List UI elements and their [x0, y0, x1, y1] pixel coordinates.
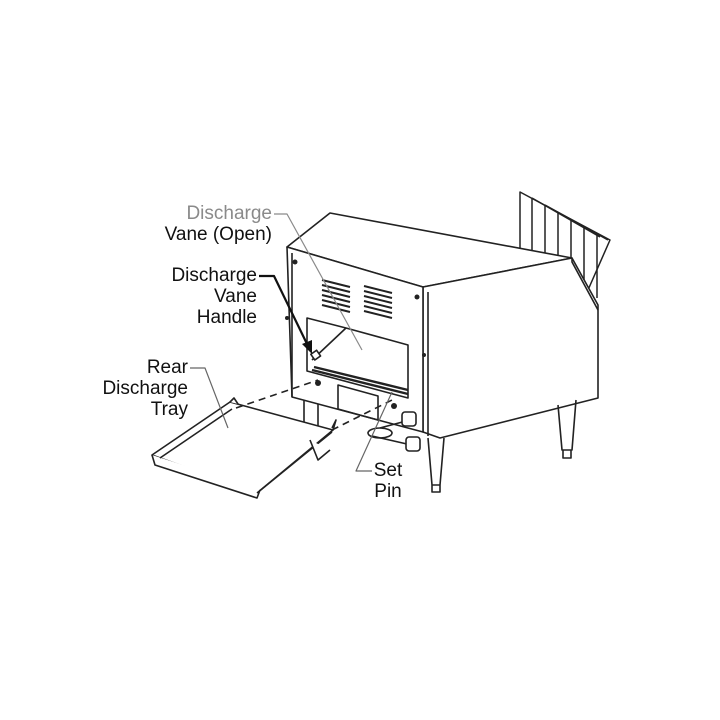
wire-rack [519, 191, 611, 298]
screws [285, 259, 426, 409]
leg-front [427, 437, 445, 493]
arrowhead-icon [302, 340, 312, 354]
leader-discharge-vane-open [274, 213, 363, 351]
leader-rear-discharge-tray [190, 367, 229, 429]
discharge-opening [306, 317, 409, 399]
alignment-lines [235, 379, 393, 431]
discharge-vane-handle [310, 349, 322, 361]
label-rear-discharge-tray: Rear Discharge Tray [90, 357, 188, 420]
label-set-pin: Set Pin [368, 460, 408, 502]
label-line: Pin [374, 481, 402, 502]
label-line: Rear [146, 357, 188, 378]
leader-discharge-vane-handle [259, 274, 309, 347]
label-line: Discharge [102, 378, 188, 399]
label-line: Set [373, 460, 403, 481]
leg-right [557, 399, 577, 459]
label-line: Tray [150, 399, 188, 420]
label-discharge-vane-handle: Discharge Vane Handle [140, 265, 257, 328]
leader-set-pin [355, 391, 393, 472]
label-discharge-vane-open: Discharge Vane (Open) [150, 203, 272, 245]
toaster-side [422, 257, 599, 439]
label-line: Discharge [186, 203, 272, 224]
label-line: Vane [214, 286, 257, 307]
label-line: Discharge [171, 265, 257, 286]
label-line: Handle [196, 307, 257, 328]
vents [321, 279, 393, 319]
leg-left [303, 400, 319, 428]
label-line: Vane (Open) [164, 224, 272, 245]
power-cord-plug [401, 411, 417, 427]
